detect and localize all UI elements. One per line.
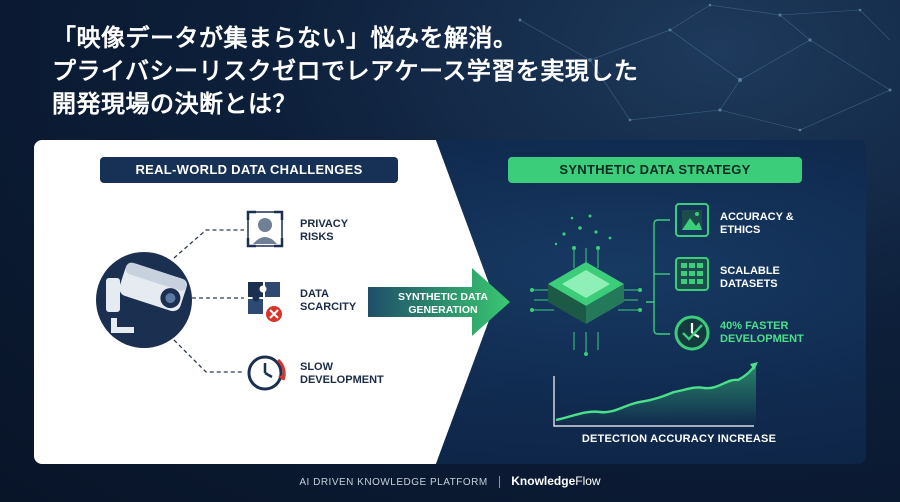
data-scarcity-line1: DATA [300,288,329,300]
generation-arrow-label: SYNTHETIC DATA GENERATION [396,291,490,317]
footer: AI DRIVEN KNOWLEDGE PLATFORM KnowledgeFl… [0,474,900,489]
privacy-risks-line1: PRIVACY [300,218,349,230]
accuracy-ethics-label: ACCURACY & ETHICS [720,211,794,237]
challenges-header: REAL-WORLD DATA CHALLENGES [100,157,398,183]
generation-arrow-line2: GENERATION [408,304,478,316]
scalable-datasets-line1: SCALABLE [720,265,780,277]
footer-separator [498,476,500,489]
accuracy-chart [553,362,758,427]
faster-development-line2: DEVELOPMENT [720,333,804,345]
title-line-3: 開発現場の決断とは？ [52,90,297,118]
slow-development-line1: SLOW [300,361,333,373]
generation-arrow-line1: SYNTHETIC DATA [397,291,489,303]
brand-part2: Flow [575,474,601,488]
title-line-1: 「映像データが集まらない」悩みを解消。 [52,24,518,52]
generation-arrow [368,268,510,336]
puzzle-icon [248,282,282,322]
strategy-connectors [646,219,670,335]
strategy-header: SYNTHETIC DATA STRATEGY [508,157,802,183]
faster-development-line1: 40% FASTER [720,320,789,332]
diagram-graphics [96,203,758,427]
camera-connectors [173,229,244,373]
clock-icon [247,355,286,391]
footer-brand: KnowledgeFlow [511,474,600,488]
footer-tagline: AI DRIVEN KNOWLEDGE PLATFORM [299,477,488,488]
data-scarcity-line2: SCARCITY [300,301,357,313]
scalable-datasets-line2: DATASETS [720,278,778,290]
title-line-2: プライバシーリスクゼロでレアケース学習を実現した [52,57,639,85]
clock-check-icon [674,315,710,351]
accuracy-ethics-line1: ACCURACY & [720,211,794,223]
grid-icon [675,257,709,291]
face-blur-icon [246,210,284,248]
faster-development-label: 40% FASTER DEVELOPMENT [720,320,804,346]
scalable-datasets-label: SCALABLE DATASETS [720,265,780,291]
slow-development-line2: DEVELOPMENT [300,374,384,386]
accuracy-ethics-line2: ETHICS [720,224,761,236]
ai-chip-icon [530,214,642,356]
chart-label: DETECTION ACCURACY INCREASE [581,433,777,445]
data-scarcity-label: DATA SCARCITY [300,288,356,314]
infographic-card: REAL-WORLD DATA CHALLENGES SYNTHETIC DAT… [34,140,866,464]
network-decoration [518,3,892,132]
brand-part1: Knowledge [511,474,576,488]
image-icon [675,203,709,237]
privacy-risks-line2: RISKS [300,231,334,243]
slow-development-label: SLOW DEVELOPMENT [300,361,384,387]
privacy-risks-label: PRIVACY RISKS [300,218,348,244]
security-camera-icon [96,252,192,348]
page-title: 「映像データが集まらない」悩みを解消。 プライバシーリスクゼロでレアケース学習を… [52,22,638,121]
